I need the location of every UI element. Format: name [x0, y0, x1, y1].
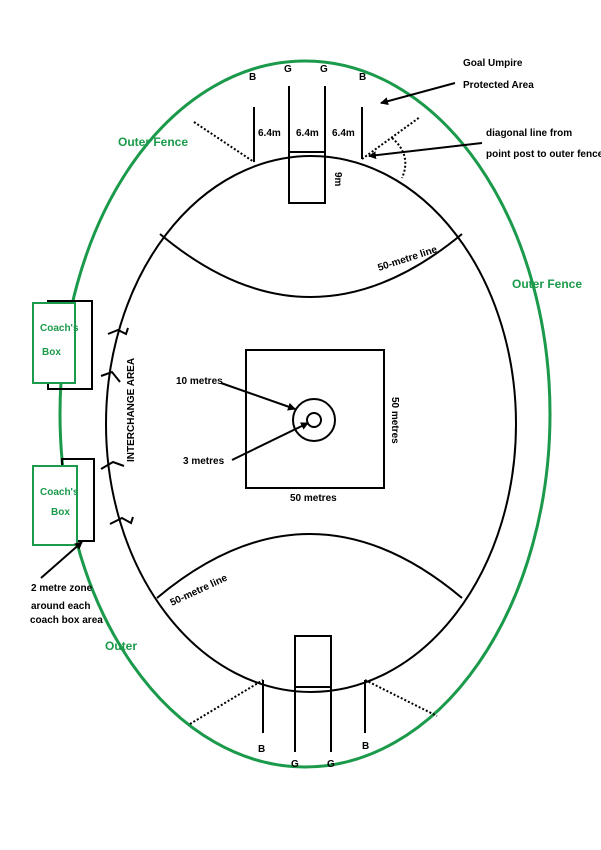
post-label-top-g-right: G	[320, 64, 328, 75]
ten-metres-arrow	[220, 382, 296, 411]
three-metres-arrow	[231, 422, 309, 461]
zone-note-2: around each	[31, 601, 90, 612]
fifty-metre-arc-bottom	[156, 533, 463, 599]
coach-box-2-label-1: Coach's	[40, 487, 79, 498]
post-label-top-b-right: B	[359, 72, 366, 83]
diagonal-line-bottom-right	[364, 679, 438, 717]
interchange-gate-2	[100, 370, 121, 383]
centre-square	[245, 349, 385, 489]
goal-umpire-arrow	[380, 82, 456, 106]
gap-label-3: 6.4m	[332, 128, 355, 139]
diagonal-line-bottom-left	[189, 679, 264, 725]
interchange-gate-4	[109, 516, 134, 525]
post-label-top-b-left: B	[249, 72, 256, 83]
field-boundary	[105, 155, 517, 693]
fifty-metres-label-side: 50 metres	[389, 397, 400, 444]
post-label-bottom-b-left: B	[258, 744, 265, 755]
diagonal-label-1: diagonal line from	[486, 128, 572, 139]
goal-square-bottom	[294, 635, 332, 688]
goal-umpire-label-2: Protected Area	[463, 80, 534, 91]
coach-box-1	[32, 302, 76, 384]
zone-note-1: 2 metre zone	[31, 583, 93, 594]
post-label-top-g-left: G	[284, 64, 292, 75]
diagonal-angle-arc	[391, 137, 407, 179]
coach-box-1-label-1: Coach's	[40, 323, 79, 334]
fifty-metre-arc-top	[159, 233, 463, 298]
three-metres-label: 3 metres	[183, 456, 225, 467]
outer-label-lower: Outer	[105, 639, 137, 653]
centre-circle-inner	[306, 412, 322, 428]
coach-box-2	[32, 465, 78, 546]
gap-label-2: 6.4m	[296, 128, 319, 139]
interchange-gate-1	[107, 327, 129, 336]
coach-box-2-label-2: Box	[51, 507, 70, 518]
gap-label-1: 6.4m	[258, 128, 281, 139]
post-label-bottom-g-right: G	[327, 759, 335, 770]
fifty-line-label-bottom: 50-metre line	[169, 572, 230, 608]
interchange-label: INTERCHANGE AREA	[126, 358, 137, 462]
diagonal-line-top-left	[193, 121, 255, 163]
centre-circle-outer	[292, 398, 336, 442]
outer-fence-label-left: Outer Fence	[118, 135, 188, 149]
goal-square-top	[288, 151, 326, 204]
coach-zone-arrow	[40, 541, 83, 579]
coach-box-1-label-2: Box	[42, 347, 61, 358]
goal-umpire-label-1: Goal Umpire	[463, 58, 523, 69]
ten-metres-label: 10 metres	[176, 376, 223, 387]
outer-fence-label-right: Outer Fence	[512, 277, 582, 291]
fifty-metres-label-bottom: 50 metres	[290, 493, 337, 504]
square-depth-label: 9m	[332, 172, 343, 187]
diagonal-line-arrow	[368, 142, 483, 160]
post-label-bottom-g-left: G	[291, 759, 299, 770]
post-label-bottom-b-right: B	[362, 741, 369, 752]
diagonal-label-2: point post to outer fence	[486, 149, 601, 160]
outer-fence	[58, 59, 552, 769]
interchange-gate-3	[100, 460, 125, 470]
zone-note-3: coach box area	[30, 615, 103, 626]
